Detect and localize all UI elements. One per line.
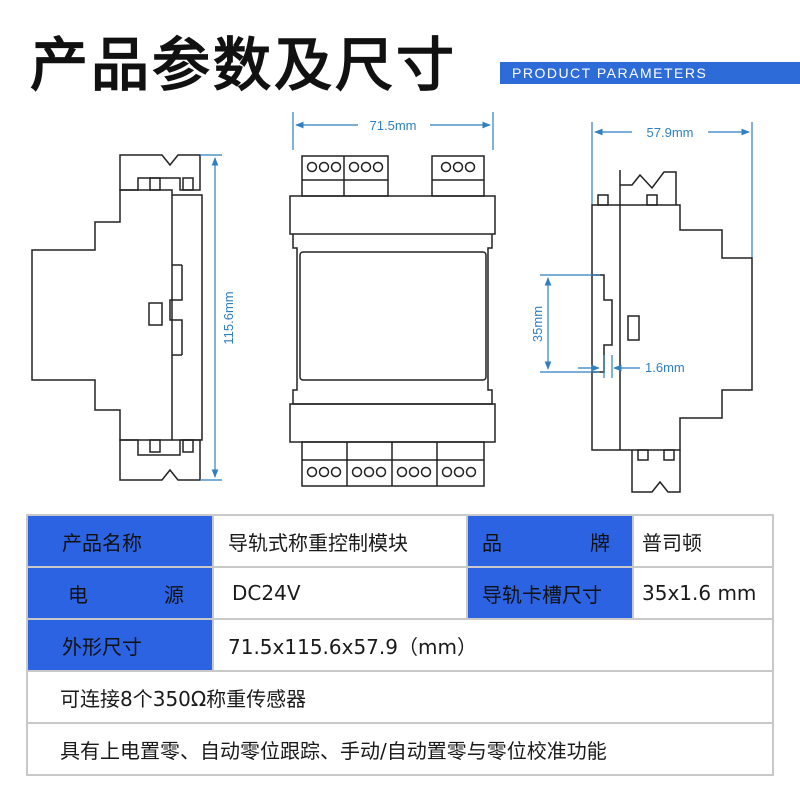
power-label: 电源 — [26, 566, 214, 620]
height-dimension-label: 115.6mm — [221, 291, 236, 344]
feature-zeroing: 具有上电置零、自动零位跟踪、手动/自动置零与零位校准功能 — [26, 722, 774, 776]
brand-value: 普司顿 — [632, 514, 774, 568]
table-row: 具有上电置零、自动零位跟踪、手动/自动置零与零位校准功能 — [26, 722, 774, 776]
page-subtitle: PRODUCT PARAMETERS — [500, 62, 800, 84]
depth-dimension-label: 57.9mm — [647, 125, 694, 140]
rail-slot-label: 导轨卡槽尺寸 — [466, 566, 634, 620]
power-value: DC24V — [212, 566, 468, 620]
width-dimension-label: 71.5mm — [370, 118, 417, 133]
side-view-right — [591, 170, 753, 493]
bottom-terminal-screws — [306, 466, 477, 478]
spec-table: 产品名称 导轨式称重控制模块 品牌 普司顿 电源 DC24V 导轨卡槽尺寸 35… — [26, 514, 774, 776]
table-row: 外形尺寸 71.5x115.6x57.9（mm） — [26, 618, 774, 672]
top-terminal-screws — [306, 161, 476, 173]
page-title: 产品参数及尺寸 — [30, 31, 458, 99]
front-panel-window — [299, 251, 487, 381]
size-label: 外形尺寸 — [26, 618, 214, 672]
table-row: 产品名称 导轨式称重控制模块 品牌 普司顿 — [26, 514, 774, 568]
table-row: 电源 DC24V 导轨卡槽尺寸 35x1.6 mm — [26, 566, 774, 620]
rail-slot-value: 35x1.6 mm — [632, 566, 774, 620]
product-name-label: 产品名称 — [26, 514, 214, 568]
brand-label: 品牌 — [466, 514, 634, 568]
dimension-drawings: 115.6mm 71.5mm — [31, 112, 753, 493]
depth-dimension — [591, 122, 753, 258]
table-row: 可连接8个350Ω称重传感器 — [26, 670, 774, 724]
top-connector-right — [619, 170, 677, 205]
bottom-connector-right — [631, 450, 681, 493]
size-value: 71.5x115.6x57.9（mm） — [212, 618, 774, 672]
product-name-value: 导轨式称重控制模块 — [212, 514, 468, 568]
feature-load-cells: 可连接8个350Ω称重传感器 — [26, 670, 774, 724]
height-dimension — [200, 154, 222, 481]
rail-dimension — [540, 274, 640, 378]
rail-thickness-label: 1.6mm — [645, 360, 685, 375]
front-view — [289, 155, 496, 487]
side-view-left — [31, 154, 203, 481]
rail-height-label: 35mm — [530, 306, 545, 342]
